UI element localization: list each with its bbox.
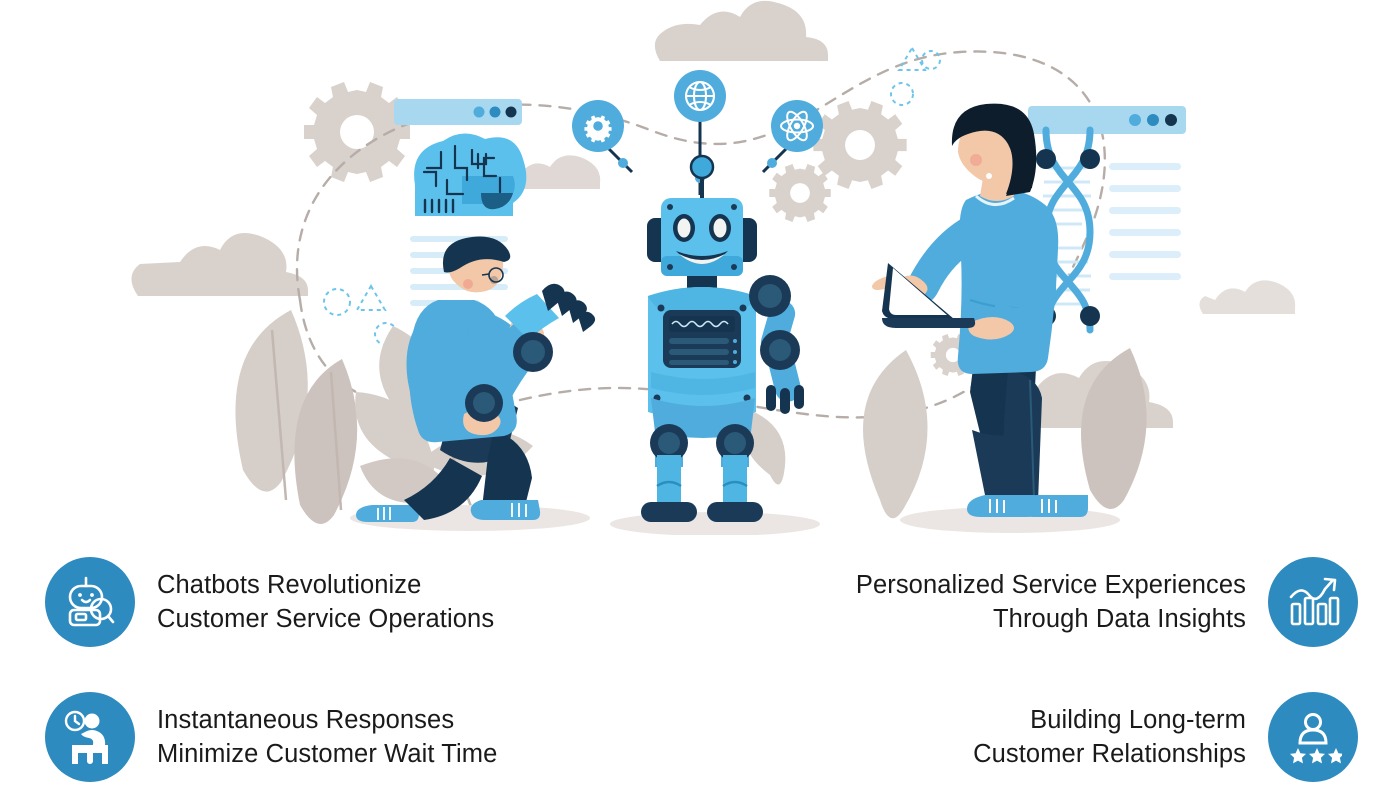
bullet-item-chatbots-revolutionize[interactable]: Chatbots Revolutionize Customer Service … xyxy=(0,535,700,670)
floating-atom-badge xyxy=(761,100,823,174)
person-three-stars-icon xyxy=(1268,691,1358,782)
bullet-label: Chatbots Revolutionize Customer Service … xyxy=(157,568,494,636)
bullet-label: Personalized Service Experiences Through… xyxy=(856,568,1246,636)
bullet-line-2: Customer Service Operations xyxy=(157,605,495,634)
bullet-label: Instantaneous Responses Minimize Custome… xyxy=(157,703,497,771)
bullet-item-personalized-service[interactable]: Personalized Service Experiences Through… xyxy=(700,535,1400,670)
bullet-item-instantaneous-responses[interactable]: Instantaneous Responses Minimize Custome… xyxy=(0,670,700,804)
beige-leaves-right xyxy=(744,348,1147,519)
kneeling-man-with-robotic-arm xyxy=(356,236,596,522)
browser-window-ai-brain xyxy=(394,99,527,306)
bullet-label: Building Long-term Customer Relationship… xyxy=(973,703,1246,771)
standing-woman-with-laptop xyxy=(872,103,1088,517)
robot-arm xyxy=(749,275,804,414)
robotic-arm-prop xyxy=(465,283,596,422)
bullet-line-1: Personalized Service Experiences xyxy=(855,571,1246,600)
growth-chart-icon xyxy=(1268,557,1358,648)
bullet-line-1: Instantaneous Responses xyxy=(157,705,455,734)
chatbot-icon xyxy=(45,557,135,648)
bullet-grid: Chatbots Revolutionize Customer Service … xyxy=(0,535,1400,804)
central-blue-robot xyxy=(641,154,804,522)
bullet-line-2: Minimize Customer Wait Time xyxy=(157,739,498,768)
placeholder-text-lines-right xyxy=(1109,163,1181,280)
bullet-line-2: Customer Relationships xyxy=(973,739,1246,768)
waiting-person-clock-icon xyxy=(45,691,135,782)
bullet-item-long-term-relationships[interactable]: Building Long-term Customer Relationship… xyxy=(700,670,1400,804)
ai-brain-graphic xyxy=(414,133,527,216)
bullet-line-1: Chatbots Revolutionize xyxy=(157,571,422,600)
hero-illustration xyxy=(131,0,1296,535)
bullet-line-2: Through Data Insights xyxy=(993,605,1246,634)
bullet-line-1: Building Long-term xyxy=(1030,705,1246,734)
floating-gear-badge xyxy=(572,100,634,174)
